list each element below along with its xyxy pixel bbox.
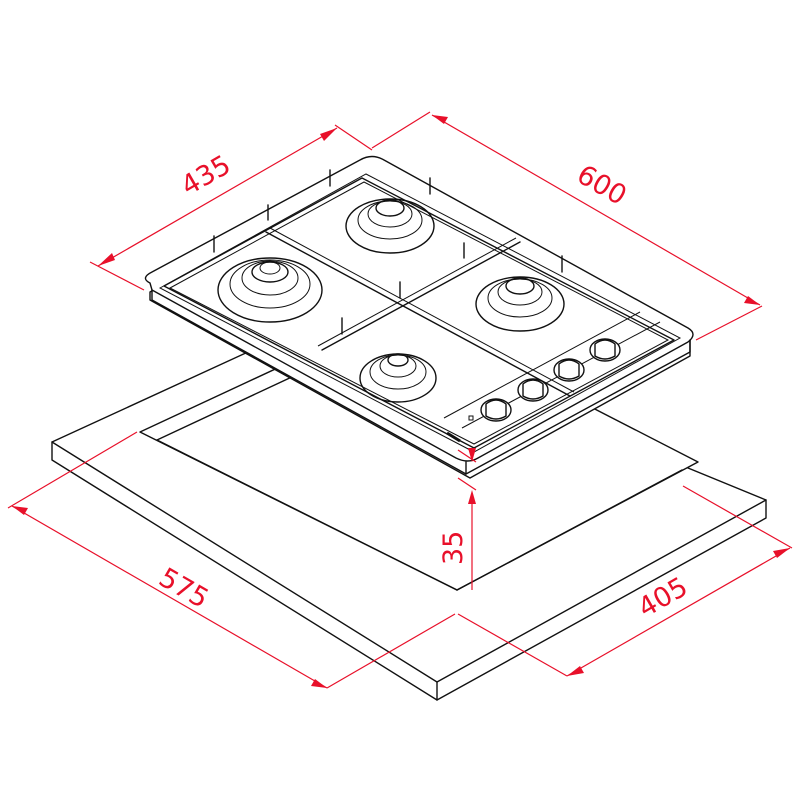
pan-support-divider-crosswise [321, 241, 521, 351]
hob-front-right-edge [465, 339, 691, 475]
arrowhead [567, 666, 584, 676]
control-knobs [468, 338, 621, 422]
arrowhead [311, 679, 327, 688]
arrowhead [773, 548, 790, 558]
pan-support-divider-lengthwise [265, 231, 571, 397]
countertop-front-edge-left [51, 441, 438, 701]
dim-575-extension-left [7, 431, 138, 509]
knob-1[interactable] [480, 398, 512, 422]
dim-405-extension-left [457, 613, 568, 677]
dim-600-line [431, 114, 761, 306]
pan-support-divider-crosswise-2 [317, 237, 517, 347]
arrowhead [468, 490, 476, 504]
dim-600-extension-right [695, 305, 763, 341]
dim-600-label: 600 [572, 159, 632, 212]
dim-35-label: 35 [438, 531, 469, 565]
dim-435-line [97, 127, 338, 267]
ignition-symbol-icon [468, 415, 474, 421]
arrowhead [98, 253, 115, 266]
dim-405-extension-right [682, 485, 793, 549]
dim-435-label: 435 [176, 149, 236, 202]
hob-inner-rim [158, 173, 682, 453]
arrowhead [468, 448, 476, 462]
control-strip-line [443, 311, 641, 419]
dim-405-label: 405 [633, 571, 693, 624]
hob-front-left-edge [151, 289, 467, 475]
dim-600-extension-left [371, 111, 431, 149]
dim-35-extension-bottom [457, 477, 477, 491]
arrowhead [12, 506, 28, 515]
pan-support-outer-frame-inner [168, 181, 670, 445]
burner-rear-left [217, 257, 323, 323]
brand-logo [446, 431, 461, 443]
dim-575-line [11, 505, 328, 689]
knob-2[interactable] [517, 378, 549, 402]
gas-hob [144, 155, 694, 479]
burner-rear-right [345, 198, 435, 254]
cutout-inner-left-wall [156, 439, 458, 591]
countertop-front-edge-right [436, 499, 767, 701]
burner-front-left [359, 353, 437, 403]
knob-4[interactable] [589, 338, 621, 362]
dim-405-line [566, 547, 791, 677]
dim-435-extension-right [334, 124, 373, 151]
pan-support-divider-lengthwise-2 [269, 227, 575, 393]
arrowhead [320, 128, 337, 141]
dim-35-extension-top [457, 449, 477, 463]
arrowhead [744, 296, 760, 305]
burner-front-right [475, 276, 565, 332]
arrowhead [432, 115, 448, 124]
cutout-inner-front-wall [456, 469, 683, 591]
dim-575-label: 575 [154, 562, 214, 615]
knob-3[interactable] [553, 358, 585, 382]
dim-435-extension-left [89, 261, 145, 291]
dim-575-extension-right [326, 613, 456, 689]
